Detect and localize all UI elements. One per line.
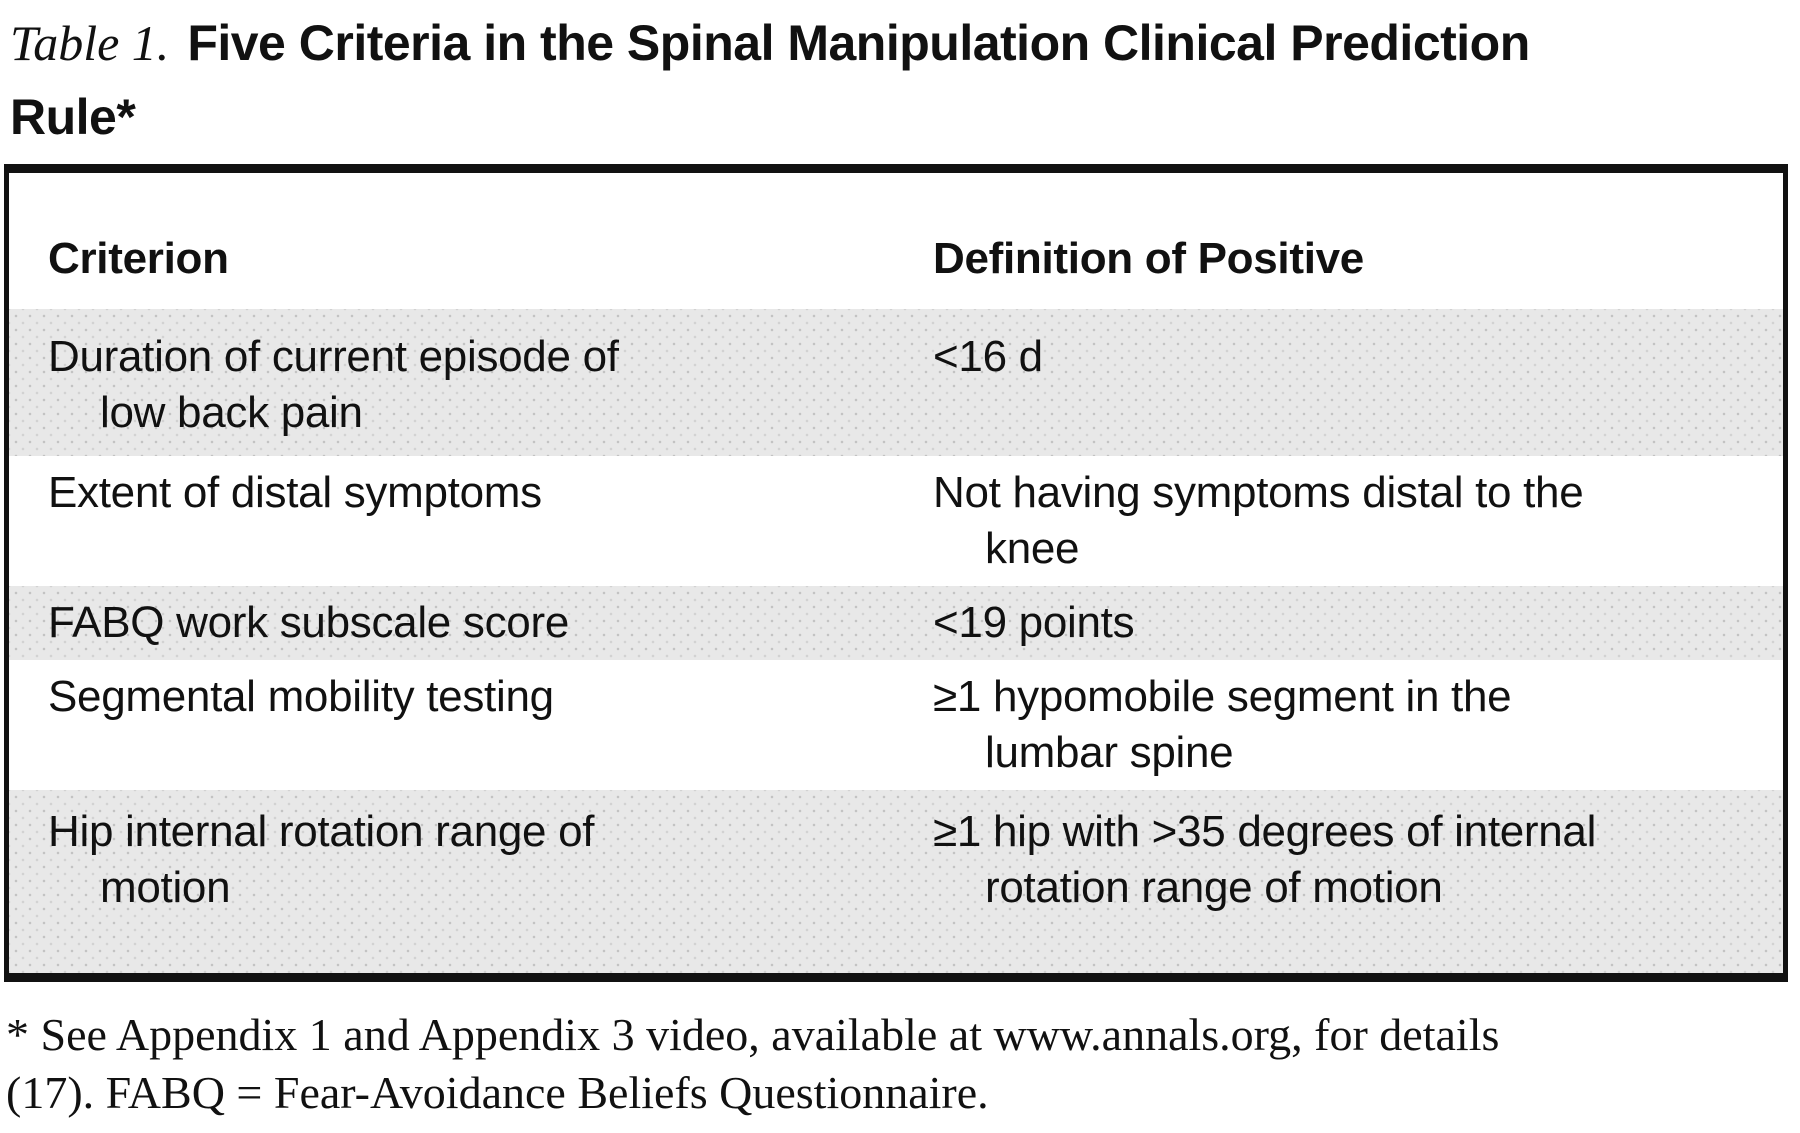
table-row: FABQ work subscale score <19 points bbox=[9, 586, 1783, 660]
definition-cell: ≥1 hip with >35 degrees of internal rota… bbox=[933, 807, 1597, 912]
definition-cell: Not having symptoms distal to the knee bbox=[933, 468, 1584, 573]
table-title-text: Five Criteria in the Spinal Manipulation… bbox=[10, 15, 1530, 145]
table-title: Table 1.Five Criteria in the Spinal Mani… bbox=[0, 0, 1580, 154]
table-row: Extent of distal symptoms Not having sym… bbox=[9, 456, 1783, 586]
table-footnote: * See Appendix 1 and Appendix 3 video, a… bbox=[6, 1009, 1500, 1118]
criteria-table: Criterion Definition of Positive Duratio… bbox=[4, 164, 1788, 982]
definition-cell: ≥1 hypomobile segment in the lumbar spin… bbox=[933, 672, 1512, 777]
table-row: Hip internal rotation range of motion ≥1… bbox=[9, 790, 1783, 973]
table-number-label: Table 1. bbox=[10, 15, 170, 71]
criterion-cell: Segmental mobility testing bbox=[48, 672, 554, 721]
table-row: Duration of current episode of low back … bbox=[9, 309, 1783, 456]
definition-cell: <19 points bbox=[933, 598, 1135, 647]
criterion-cell: Hip internal rotation range of motion bbox=[48, 807, 595, 912]
column-header-criterion: Criterion bbox=[48, 234, 229, 283]
definition-cell: <16 d bbox=[933, 332, 1043, 381]
table-header-row: Criterion Definition of Positive bbox=[9, 173, 1783, 309]
column-header-definition: Definition of Positive bbox=[933, 234, 1364, 283]
criterion-cell: Duration of current episode of low back … bbox=[48, 332, 619, 437]
criterion-cell: Extent of distal symptoms bbox=[48, 468, 542, 517]
criterion-cell: FABQ work subscale score bbox=[48, 598, 569, 647]
table-row: Segmental mobility testing ≥1 hypomobile… bbox=[9, 660, 1783, 790]
